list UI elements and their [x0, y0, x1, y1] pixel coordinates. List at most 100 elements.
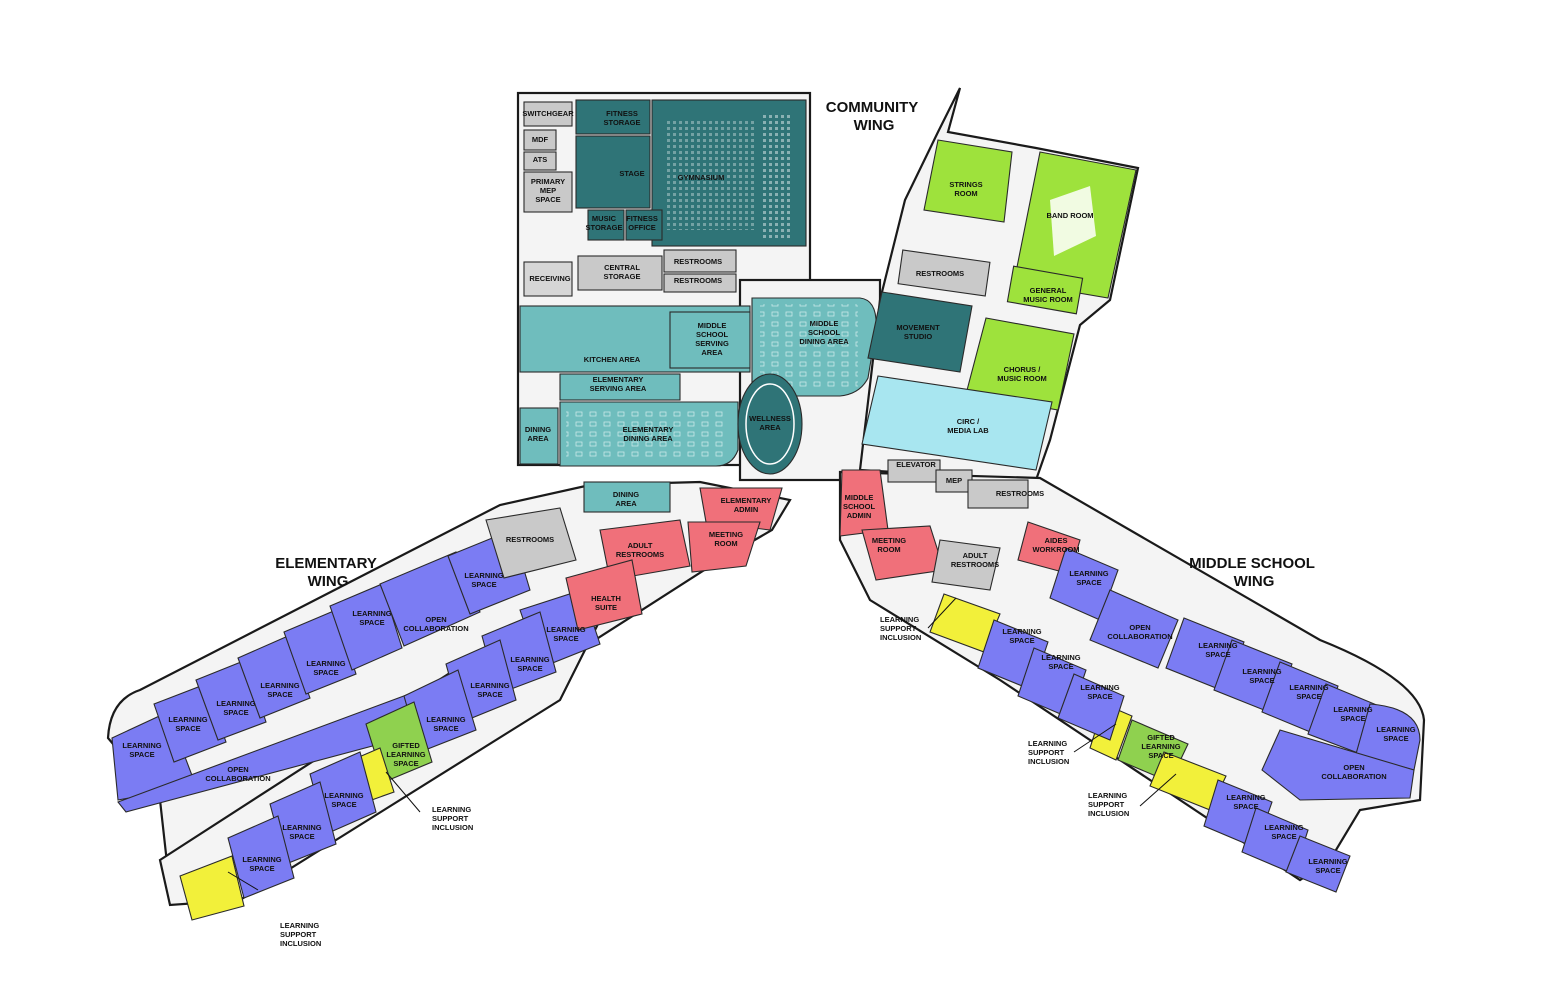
room-label-line: COLLABORATION: [403, 624, 468, 633]
room-circ-media[interactable]: [861, 375, 1053, 471]
room-label-line: STUDIO: [904, 332, 933, 341]
elem-learning-space[interactable]: [283, 609, 357, 695]
ms-adult-restrooms[interactable]: [931, 539, 1001, 591]
room-label: MEP: [946, 476, 962, 485]
room-label: STAGE: [619, 169, 644, 178]
elem-restrooms[interactable]: [485, 507, 577, 579]
room-label-line: RESTROOMS: [674, 257, 722, 266]
ms-restrooms[interactable]: [967, 479, 1029, 509]
elem-meeting-room[interactable]: [687, 521, 761, 573]
room-label-line: SPACE: [289, 832, 314, 841]
room-elem-serving[interactable]: [559, 373, 681, 401]
room-label-line: RESTROOMS: [674, 276, 722, 285]
ms-meeting-room[interactable]: [861, 525, 945, 581]
room-label-line: LEARNING: [1088, 791, 1127, 800]
community-block: [516, 91, 882, 482]
elem-learning-space[interactable]: [237, 635, 311, 719]
ms-open-collab-4[interactable]: [1261, 729, 1415, 801]
room-switchgear[interactable]: [523, 101, 573, 127]
room-label-line: SCHOOL: [843, 502, 876, 511]
room-label-line: AREA: [701, 348, 723, 357]
room-label: ATS: [533, 155, 547, 164]
room-label: ELEVATOR: [896, 460, 936, 469]
room-mdf[interactable]: [523, 129, 557, 151]
room-music-storage[interactable]: [587, 209, 625, 241]
room-label-line: LEARNING: [1198, 641, 1237, 650]
room-label-line: INCLUSION: [1088, 809, 1129, 818]
room-fitness-office[interactable]: [625, 209, 663, 241]
room-label-line: SPACE: [433, 724, 458, 733]
room-label-line: LEARNING: [1226, 793, 1265, 802]
room-restrooms-2[interactable]: [663, 273, 737, 293]
room-strings[interactable]: [923, 139, 1013, 223]
room-fitness-storage[interactable]: [575, 99, 651, 135]
room-label: RESTROOMS: [506, 535, 554, 544]
room-label-line: RESTROOMS: [951, 560, 999, 569]
room-label-line: LEARNING: [426, 715, 465, 724]
room-general-music[interactable]: [1006, 265, 1084, 315]
elem-learning-space[interactable]: [329, 583, 403, 671]
room-label: RESTROOMS: [674, 257, 722, 266]
room-label-line: MEETING: [872, 536, 906, 545]
room-label-line: FITNESS: [626, 214, 658, 223]
ms-learning-space[interactable]: [1057, 673, 1125, 741]
room-label-line: LEARNING: [282, 823, 321, 832]
room-label-line: LEARNING: [1289, 683, 1328, 692]
ms-open-collab-3[interactable]: [1089, 589, 1179, 669]
room-label: BAND ROOM: [1046, 211, 1093, 220]
room-ms-serving[interactable]: [669, 311, 751, 369]
room-label-line: COLLABORATION: [1107, 632, 1172, 641]
room-wellness[interactable]: [737, 373, 803, 475]
room-restrooms-c[interactable]: [897, 249, 991, 297]
room-label-line: RESTROOMS: [996, 489, 1044, 498]
room-label-line: SPACE: [1383, 734, 1408, 743]
room-central-storage[interactable]: [577, 255, 663, 291]
elem-health-suite[interactable]: [565, 559, 643, 631]
room-dining-area-1[interactable]: [519, 407, 559, 465]
room-label-line: SPACE: [331, 800, 356, 809]
room-label-line: STORAGE: [604, 272, 641, 281]
room-restrooms-1[interactable]: [663, 249, 737, 273]
room-label-line: RESTROOMS: [506, 535, 554, 544]
room-label-line: RECEIVING: [529, 274, 570, 283]
room-label: RECEIVING: [529, 274, 570, 283]
room-label-line: CHORUS /: [1004, 365, 1042, 374]
room-label-line: SPACE: [249, 864, 274, 873]
elem-dining-area-2[interactable]: [583, 481, 671, 513]
room-label-line: LEARNING: [1264, 823, 1303, 832]
room-label-line: SWITCHGEAR: [522, 109, 574, 118]
room-ats[interactable]: [523, 151, 557, 171]
room-movement[interactable]: [867, 291, 973, 373]
room-label-line: LEARNING: [546, 625, 585, 634]
room-label: RESTROOMS: [674, 276, 722, 285]
room-label-line: LEARNING: [1080, 683, 1119, 692]
ms-learning-space[interactable]: [1355, 703, 1421, 771]
room-label-line: MUSIC ROOM: [997, 374, 1047, 383]
room-stage[interactable]: [575, 135, 651, 209]
room-receiving[interactable]: [523, 261, 573, 297]
room-chorus[interactable]: [965, 317, 1075, 411]
room-label-line: SERVING: [695, 339, 729, 348]
ms-learning-space[interactable]: [1285, 835, 1351, 893]
elem-admin[interactable]: [699, 487, 783, 531]
room-primary-mep[interactable]: [523, 171, 573, 213]
room-label-line: SPACE: [1340, 714, 1365, 723]
